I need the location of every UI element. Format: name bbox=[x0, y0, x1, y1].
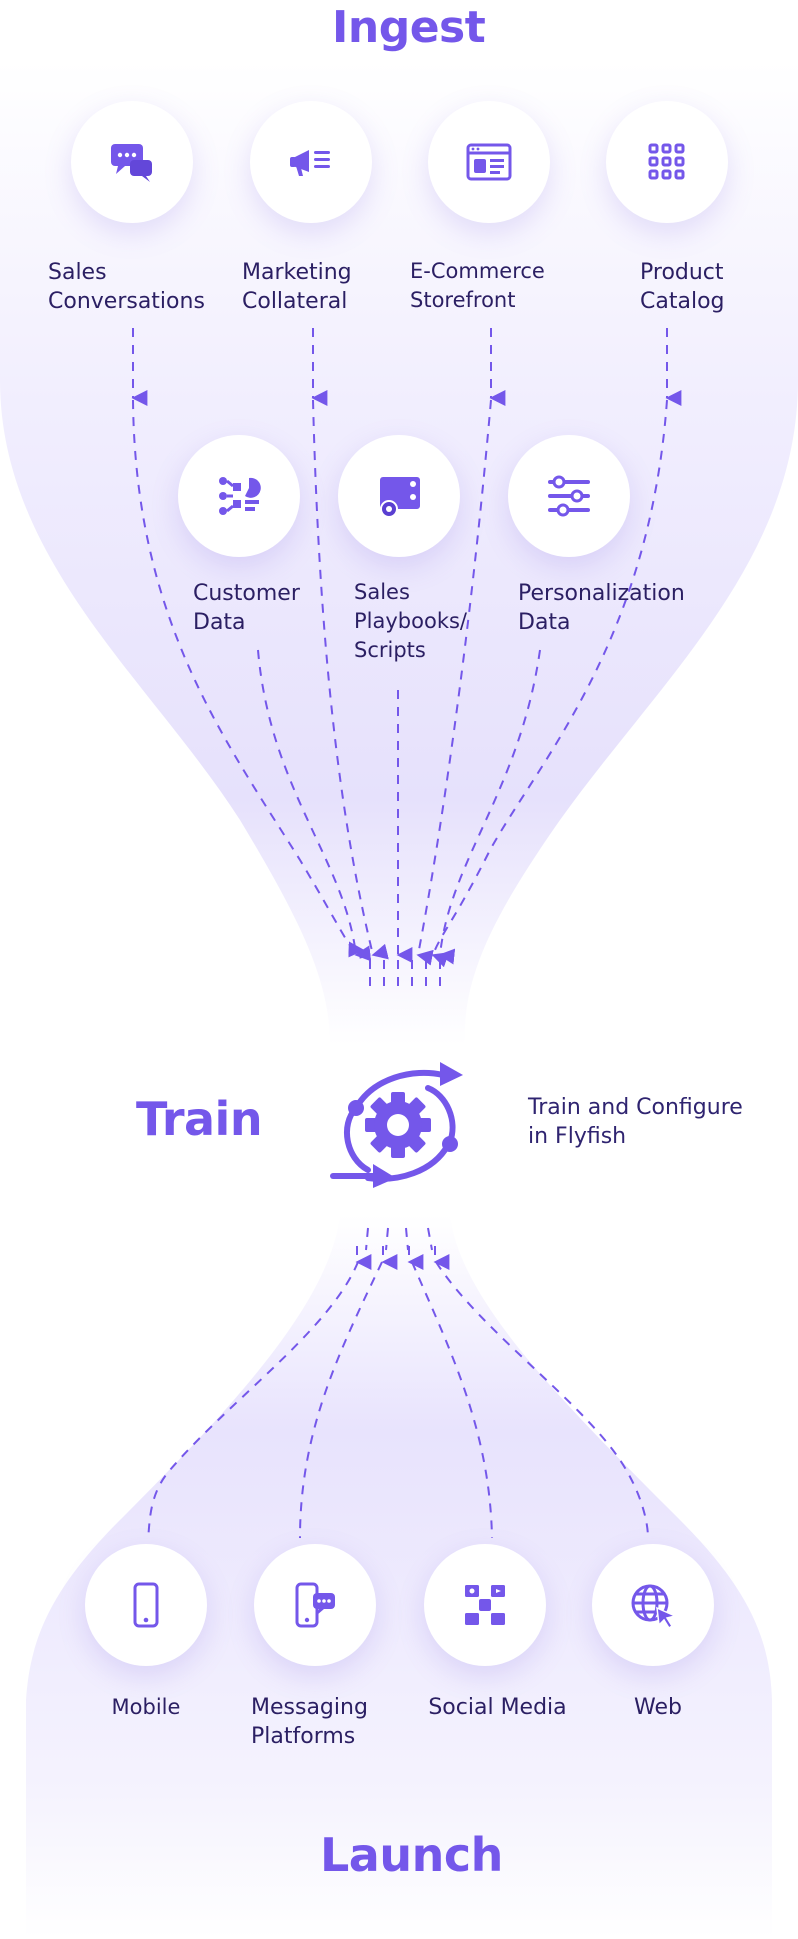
messaging-phone-icon bbox=[295, 1582, 335, 1628]
catalog-grid-icon bbox=[648, 143, 685, 180]
storefront-window-icon bbox=[466, 143, 512, 181]
marketing-collateral-node bbox=[250, 101, 372, 223]
ingest-flow-arrow bbox=[312, 399, 389, 960]
mobile-node bbox=[85, 1544, 207, 1666]
mobile-phone-icon bbox=[133, 1582, 159, 1628]
ecommerce-storefront-node bbox=[428, 101, 550, 223]
social-media-icon bbox=[465, 1585, 505, 1625]
megaphone-icon bbox=[290, 150, 330, 176]
launch-flow-arrow bbox=[411, 1261, 493, 1539]
sales-conversations-node bbox=[71, 101, 193, 223]
train-heading: Train bbox=[136, 1092, 263, 1146]
launch-lead-dash bbox=[385, 1227, 389, 1251]
sales-playbooks-node bbox=[338, 435, 460, 557]
customer-data-icon bbox=[219, 477, 261, 515]
product-catalog-node bbox=[606, 101, 728, 223]
launch-lead-dash bbox=[365, 1227, 369, 1251]
ingest-flow-arrow bbox=[132, 399, 365, 959]
mobile-label: Mobile bbox=[111, 1695, 181, 1719]
launch-lead-dash bbox=[405, 1227, 409, 1251]
customer-data-node bbox=[178, 435, 300, 557]
sliders-icon bbox=[548, 475, 590, 517]
playbook-icon bbox=[380, 477, 420, 518]
launch-heading: Launch bbox=[320, 1828, 503, 1882]
ingest-flow-arrow bbox=[257, 649, 372, 962]
ingest-flow-arrow bbox=[416, 399, 492, 966]
social-media-label: Social Media bbox=[428, 1695, 567, 1720]
gear-cycle-icon bbox=[330, 1062, 463, 1188]
web-label: Web bbox=[634, 1695, 682, 1720]
messaging-platforms-node bbox=[254, 1544, 376, 1666]
ingest-flow-arrow bbox=[438, 649, 541, 965]
launch-flow-arrow bbox=[299, 1261, 383, 1539]
ingest-flow-arrow bbox=[431, 399, 668, 968]
globe-cursor-icon bbox=[631, 1584, 677, 1629]
chat-bubbles-icon bbox=[111, 144, 152, 182]
web-node bbox=[592, 1544, 714, 1666]
personalization-data-node bbox=[508, 435, 630, 557]
social-media-node bbox=[424, 1544, 546, 1666]
launch-lead-dash bbox=[427, 1227, 433, 1251]
launch-funnel-shape bbox=[26, 1215, 772, 1939]
launch-flow-arrow bbox=[435, 1261, 649, 1539]
ingest-heading: Ingest bbox=[332, 2, 486, 53]
launch-flow-arrow bbox=[147, 1261, 359, 1539]
